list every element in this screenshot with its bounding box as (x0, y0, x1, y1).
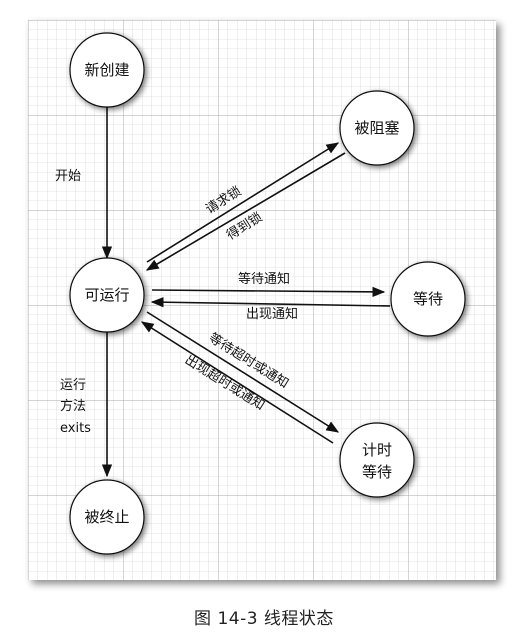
label-run-exits-2: 方法 (60, 398, 86, 414)
edges (101, 107, 391, 478)
label-start: 开始 (55, 169, 81, 184)
edge-wait-timeout (146, 311, 340, 433)
state-terminated-label: 被终止 (84, 508, 129, 526)
edge-wait-notify (151, 286, 386, 298)
state-timed-waiting-label-2: 等待 (362, 463, 392, 481)
state-timed-waiting: 计时 等待 (339, 422, 415, 498)
state-new: 新创建 (69, 32, 145, 108)
state-blocked-label: 被阻塞 (354, 119, 399, 137)
state-waiting: 等待 (390, 261, 466, 337)
state-waiting-label: 等待 (413, 290, 443, 308)
state-new-label: 新创建 (84, 61, 129, 79)
state-runnable: 可运行 (69, 257, 145, 333)
state-terminated: 被终止 (69, 479, 145, 555)
edge-timeout-occurs (140, 321, 334, 444)
state-blocked: 被阻塞 (339, 90, 415, 166)
label-wait-notify: 等待通知 (238, 271, 290, 287)
label-run-exits-3: exits (60, 421, 91, 436)
label-notify-occurs: 出现通知 (246, 306, 298, 322)
state-timed-waiting-label-1: 计时 (362, 441, 392, 459)
label-run-exits-1: 运行 (60, 378, 86, 393)
edge-acquire-lock (145, 152, 346, 271)
edge-request-lock (146, 142, 340, 263)
figure-caption: 图 14-3 线程状态 (194, 609, 334, 629)
edge-notify-occurs (150, 297, 391, 308)
state-runnable-label: 可运行 (84, 286, 129, 304)
